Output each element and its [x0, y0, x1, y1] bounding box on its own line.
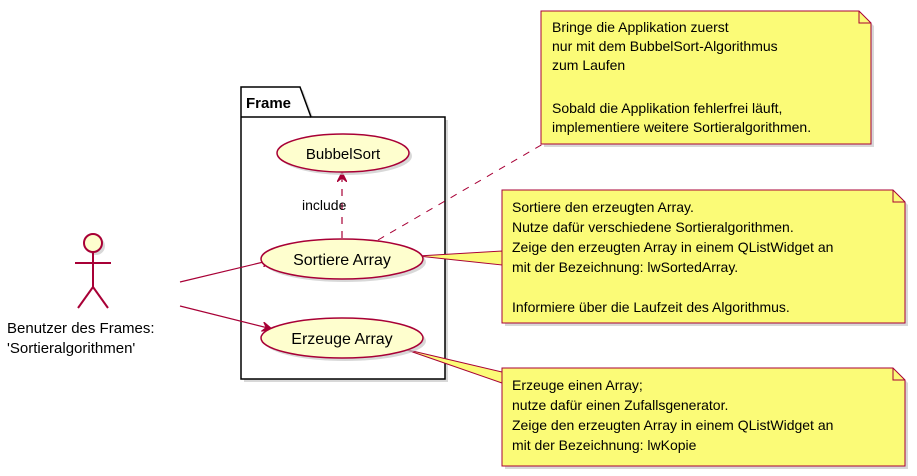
note-middle: Sortiere den erzeugten Array. Nutze dafü… — [501, 189, 908, 326]
note-bottom-text: Erzeuge einen Array; nutze dafür einen Z… — [512, 377, 837, 453]
note-top-line: Sobald die Applikation fehlerfrei läuft, — [552, 100, 782, 116]
note-middle-line: mit der Bezeichnung: lwSortedArray. — [512, 259, 738, 275]
note-bottom-line: Erzeuge einen Array; — [512, 377, 643, 393]
note-top: Bringe die Applikation zuerst nur mit de… — [540, 10, 874, 147]
note-link-top — [377, 143, 544, 241]
usecase-bubbelsort[interactable]: BubbelSort — [276, 133, 412, 175]
note-middle-line: Informiere über die Laufzeit des Algorit… — [512, 299, 790, 315]
note-top-line: nur mit dem BubbelSort-Algorithmus — [552, 38, 778, 54]
note-middle-line: Nutze dafür verschiedene Sortieralgorith… — [512, 219, 794, 235]
note-link-middle — [417, 250, 503, 266]
usecase-erzeuge-array[interactable]: Erzeuge Array — [260, 317, 426, 361]
actor-label-line1: Benutzer des Frames: — [7, 320, 155, 337]
note-top-line: Bringe die Applikation zuerst — [552, 19, 729, 35]
actor-figure — [75, 233, 111, 309]
note-link-bottom — [403, 348, 503, 384]
note-middle-text: Sortiere den erzeugten Array. Nutze dafü… — [512, 199, 837, 315]
usecase-bubbelsort-label: BubbelSort — [306, 146, 381, 163]
usecase-sortiere-array[interactable]: Sortiere Array — [260, 238, 426, 282]
include-label: include — [302, 197, 347, 213]
association-sortiere — [179, 260, 272, 283]
note-bottom-line: Zeige den erzeugten Array in einem QList… — [512, 417, 833, 433]
note-top-line: zum Laufen — [552, 57, 625, 73]
package-title: Frame — [246, 95, 291, 112]
note-middle-line: Zeige den erzeugten Array in einem QList… — [512, 239, 833, 255]
note-top-line: implementiere weitere Sortieralgorithmen… — [552, 119, 811, 135]
actor[interactable]: Benutzer des Frames: 'Sortieralgorithmen… — [7, 233, 155, 357]
usecase-sortiere-label: Sortiere Array — [293, 252, 391, 269]
association-erzeuge — [179, 305, 272, 329]
note-bottom: Erzeuge einen Array; nutze dafür einen Z… — [501, 367, 908, 469]
note-bottom-line: mit der Bezeichnung: lwKopie — [512, 437, 697, 453]
note-top-text: Bringe die Applikation zuerst nur mit de… — [552, 19, 811, 135]
note-bottom-line: nutze dafür einen Zufallsgenerator. — [512, 397, 728, 413]
actor-label-line2: 'Sortieralgorithmen' — [7, 340, 135, 357]
usecase-erzeuge-label: Erzeuge Array — [291, 331, 392, 348]
note-middle-line: Sortiere den erzeugten Array. — [512, 199, 694, 215]
